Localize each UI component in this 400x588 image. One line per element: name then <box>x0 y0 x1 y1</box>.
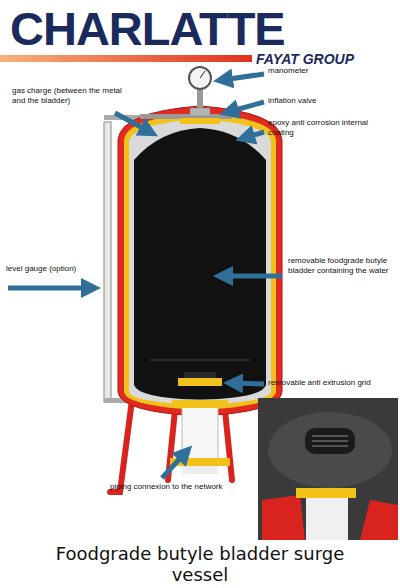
part-label: inflation valve <box>268 96 388 106</box>
figure-caption: Foodgrade butyle bladder surge vessel <box>50 543 350 585</box>
logo-bar <box>0 55 252 62</box>
grid-photo-inset <box>258 398 398 540</box>
gas-space <box>129 119 271 405</box>
leader-arrows <box>8 74 282 478</box>
part-label: gas charge (between the metal and the bl… <box>12 86 122 106</box>
vessel-shell <box>118 106 282 416</box>
bladder <box>134 128 266 400</box>
part-label: epoxy anti corrosion internal coating <box>268 118 380 138</box>
logo-name: CHARLATTE <box>10 4 380 53</box>
part-label: manometer <box>268 66 388 76</box>
manometer-and-valve <box>140 67 232 124</box>
logo-group: FAYAT GROUP <box>256 51 396 67</box>
epoxy-coating <box>124 113 276 410</box>
part-label: removable foodgrade butyle bladder conta… <box>288 256 396 276</box>
part-label: removable anti extrusion grid <box>268 378 394 388</box>
part-label: piping connexion to the network <box>110 482 250 492</box>
part-label: level gauge (option) <box>6 264 102 274</box>
